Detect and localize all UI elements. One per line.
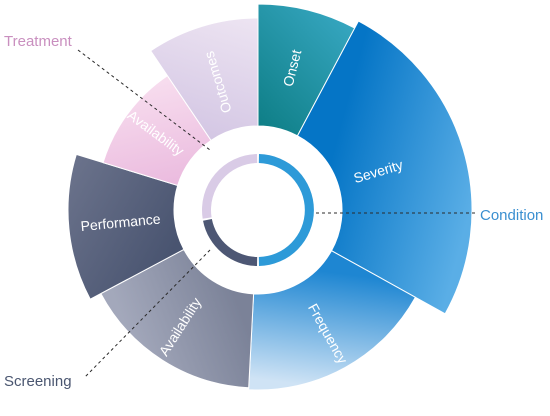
wheel-segments xyxy=(67,3,473,391)
category-leaders xyxy=(77,49,476,379)
leader-line-treatment xyxy=(77,49,211,151)
inner-ring-treatment xyxy=(202,154,258,219)
category-label-screening: Screening xyxy=(4,373,72,390)
inner-ring-condition xyxy=(258,154,314,266)
inner-ring-screening xyxy=(203,218,258,266)
category-label-treatment: Treatment xyxy=(4,33,73,50)
inner-ring xyxy=(174,126,342,294)
center-hub xyxy=(174,126,342,294)
segment-label-performance: Performance xyxy=(80,210,162,234)
category-label-condition: Condition xyxy=(480,207,543,224)
